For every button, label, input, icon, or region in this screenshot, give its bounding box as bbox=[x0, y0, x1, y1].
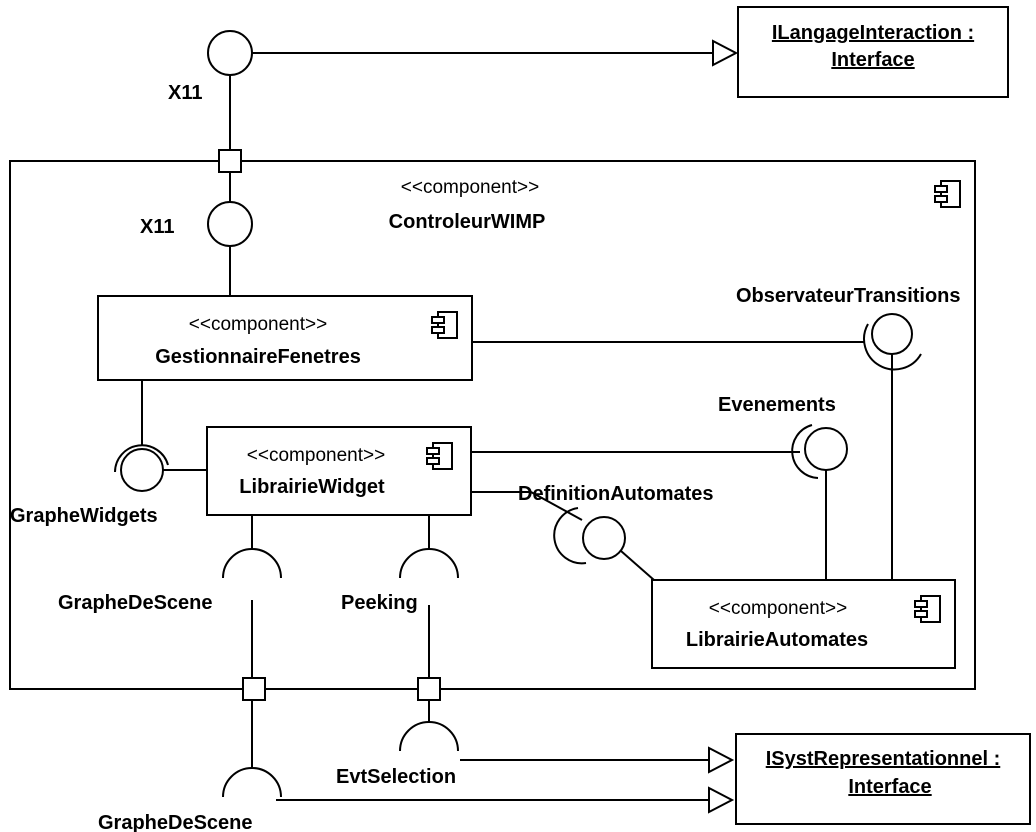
graphedescene-inner-label: GrapheDeScene bbox=[58, 592, 213, 614]
definition-automates-label: DefinitionAutomates bbox=[518, 483, 714, 505]
isyst-interface-line2: Interface bbox=[848, 776, 931, 798]
evtselection-port bbox=[417, 677, 441, 701]
isyst-interface-box: ISystRepresentationnel : Interface bbox=[735, 733, 1031, 825]
gestionnaire-fenetres-stereotype: <<component>> bbox=[189, 314, 327, 335]
x11-inner-label: X11 bbox=[140, 216, 174, 238]
librairie-automates-stereotype: <<component>> bbox=[709, 598, 847, 619]
librairie-widget-name: LibrairieWidget bbox=[239, 476, 385, 498]
graphedescene-outer-required-socket bbox=[222, 767, 282, 798]
graphedescene-arrowhead bbox=[708, 786, 735, 814]
gestionnaire-fenetres-component: <<component>> GestionnaireFenetres bbox=[97, 295, 473, 381]
librairie-automates-name: LibrairieAutomates bbox=[686, 629, 868, 651]
gestionnaire-fenetres-component-icon bbox=[431, 311, 458, 339]
definition-required-socket bbox=[553, 507, 587, 565]
librairie-automates-component: <<component>> LibrairieAutomates bbox=[651, 579, 956, 669]
evtselection-required-socket bbox=[399, 721, 459, 752]
controleur-wimp-stereotype: <<component>> bbox=[401, 177, 539, 198]
definition-provided-interface bbox=[582, 516, 626, 560]
definition-connector-line bbox=[530, 491, 583, 521]
controleur-wimp-name: ControleurWIMP bbox=[389, 211, 546, 233]
gestionnaire-fenetres-name: GestionnaireFenetres bbox=[155, 346, 361, 368]
graphedescene-port bbox=[242, 677, 266, 701]
ilangage-realization-arrowhead bbox=[712, 39, 739, 67]
librairie-automates-component-icon bbox=[914, 595, 941, 623]
definition-to-automates-line bbox=[620, 550, 655, 581]
peeking-label: Peeking bbox=[341, 592, 418, 614]
evenements-required-socket bbox=[791, 424, 819, 479]
graphedescene-outer-label: GrapheDeScene bbox=[98, 812, 253, 832]
librairie-widget-component-icon bbox=[426, 442, 453, 470]
evenements-label: Evenements bbox=[718, 394, 836, 416]
ilangage-interface-line1: ILangageInteraction : bbox=[772, 22, 974, 44]
graphewidgets-label: GrapheWidgets bbox=[10, 505, 158, 527]
isyst-interface-line1: ISystRepresentationnel : bbox=[766, 748, 1001, 770]
x11-outer-provided-interface bbox=[207, 30, 253, 76]
observateur-transitions-label: ObservateurTransitions bbox=[736, 285, 961, 307]
evtselection-arrowhead bbox=[708, 746, 735, 774]
observateur-required-socket bbox=[863, 323, 922, 371]
x11-outer-label: X11 bbox=[168, 82, 202, 104]
ilangage-interface-line2: Interface bbox=[831, 49, 914, 71]
graphewidgets-required-socket bbox=[114, 444, 169, 473]
graphedescene-inner-required-socket bbox=[222, 548, 282, 579]
peeking-required-socket bbox=[399, 548, 459, 579]
controleur-wimp-component-icon bbox=[934, 180, 961, 208]
x11-port bbox=[218, 149, 242, 173]
librairie-widget-component: <<component>> LibrairieWidget bbox=[206, 426, 472, 516]
evtselection-label: EvtSelection bbox=[336, 766, 456, 788]
librairie-widget-stereotype: <<component>> bbox=[247, 445, 385, 466]
ilangage-interface-box: ILangageInteraction : Interface bbox=[737, 6, 1009, 98]
